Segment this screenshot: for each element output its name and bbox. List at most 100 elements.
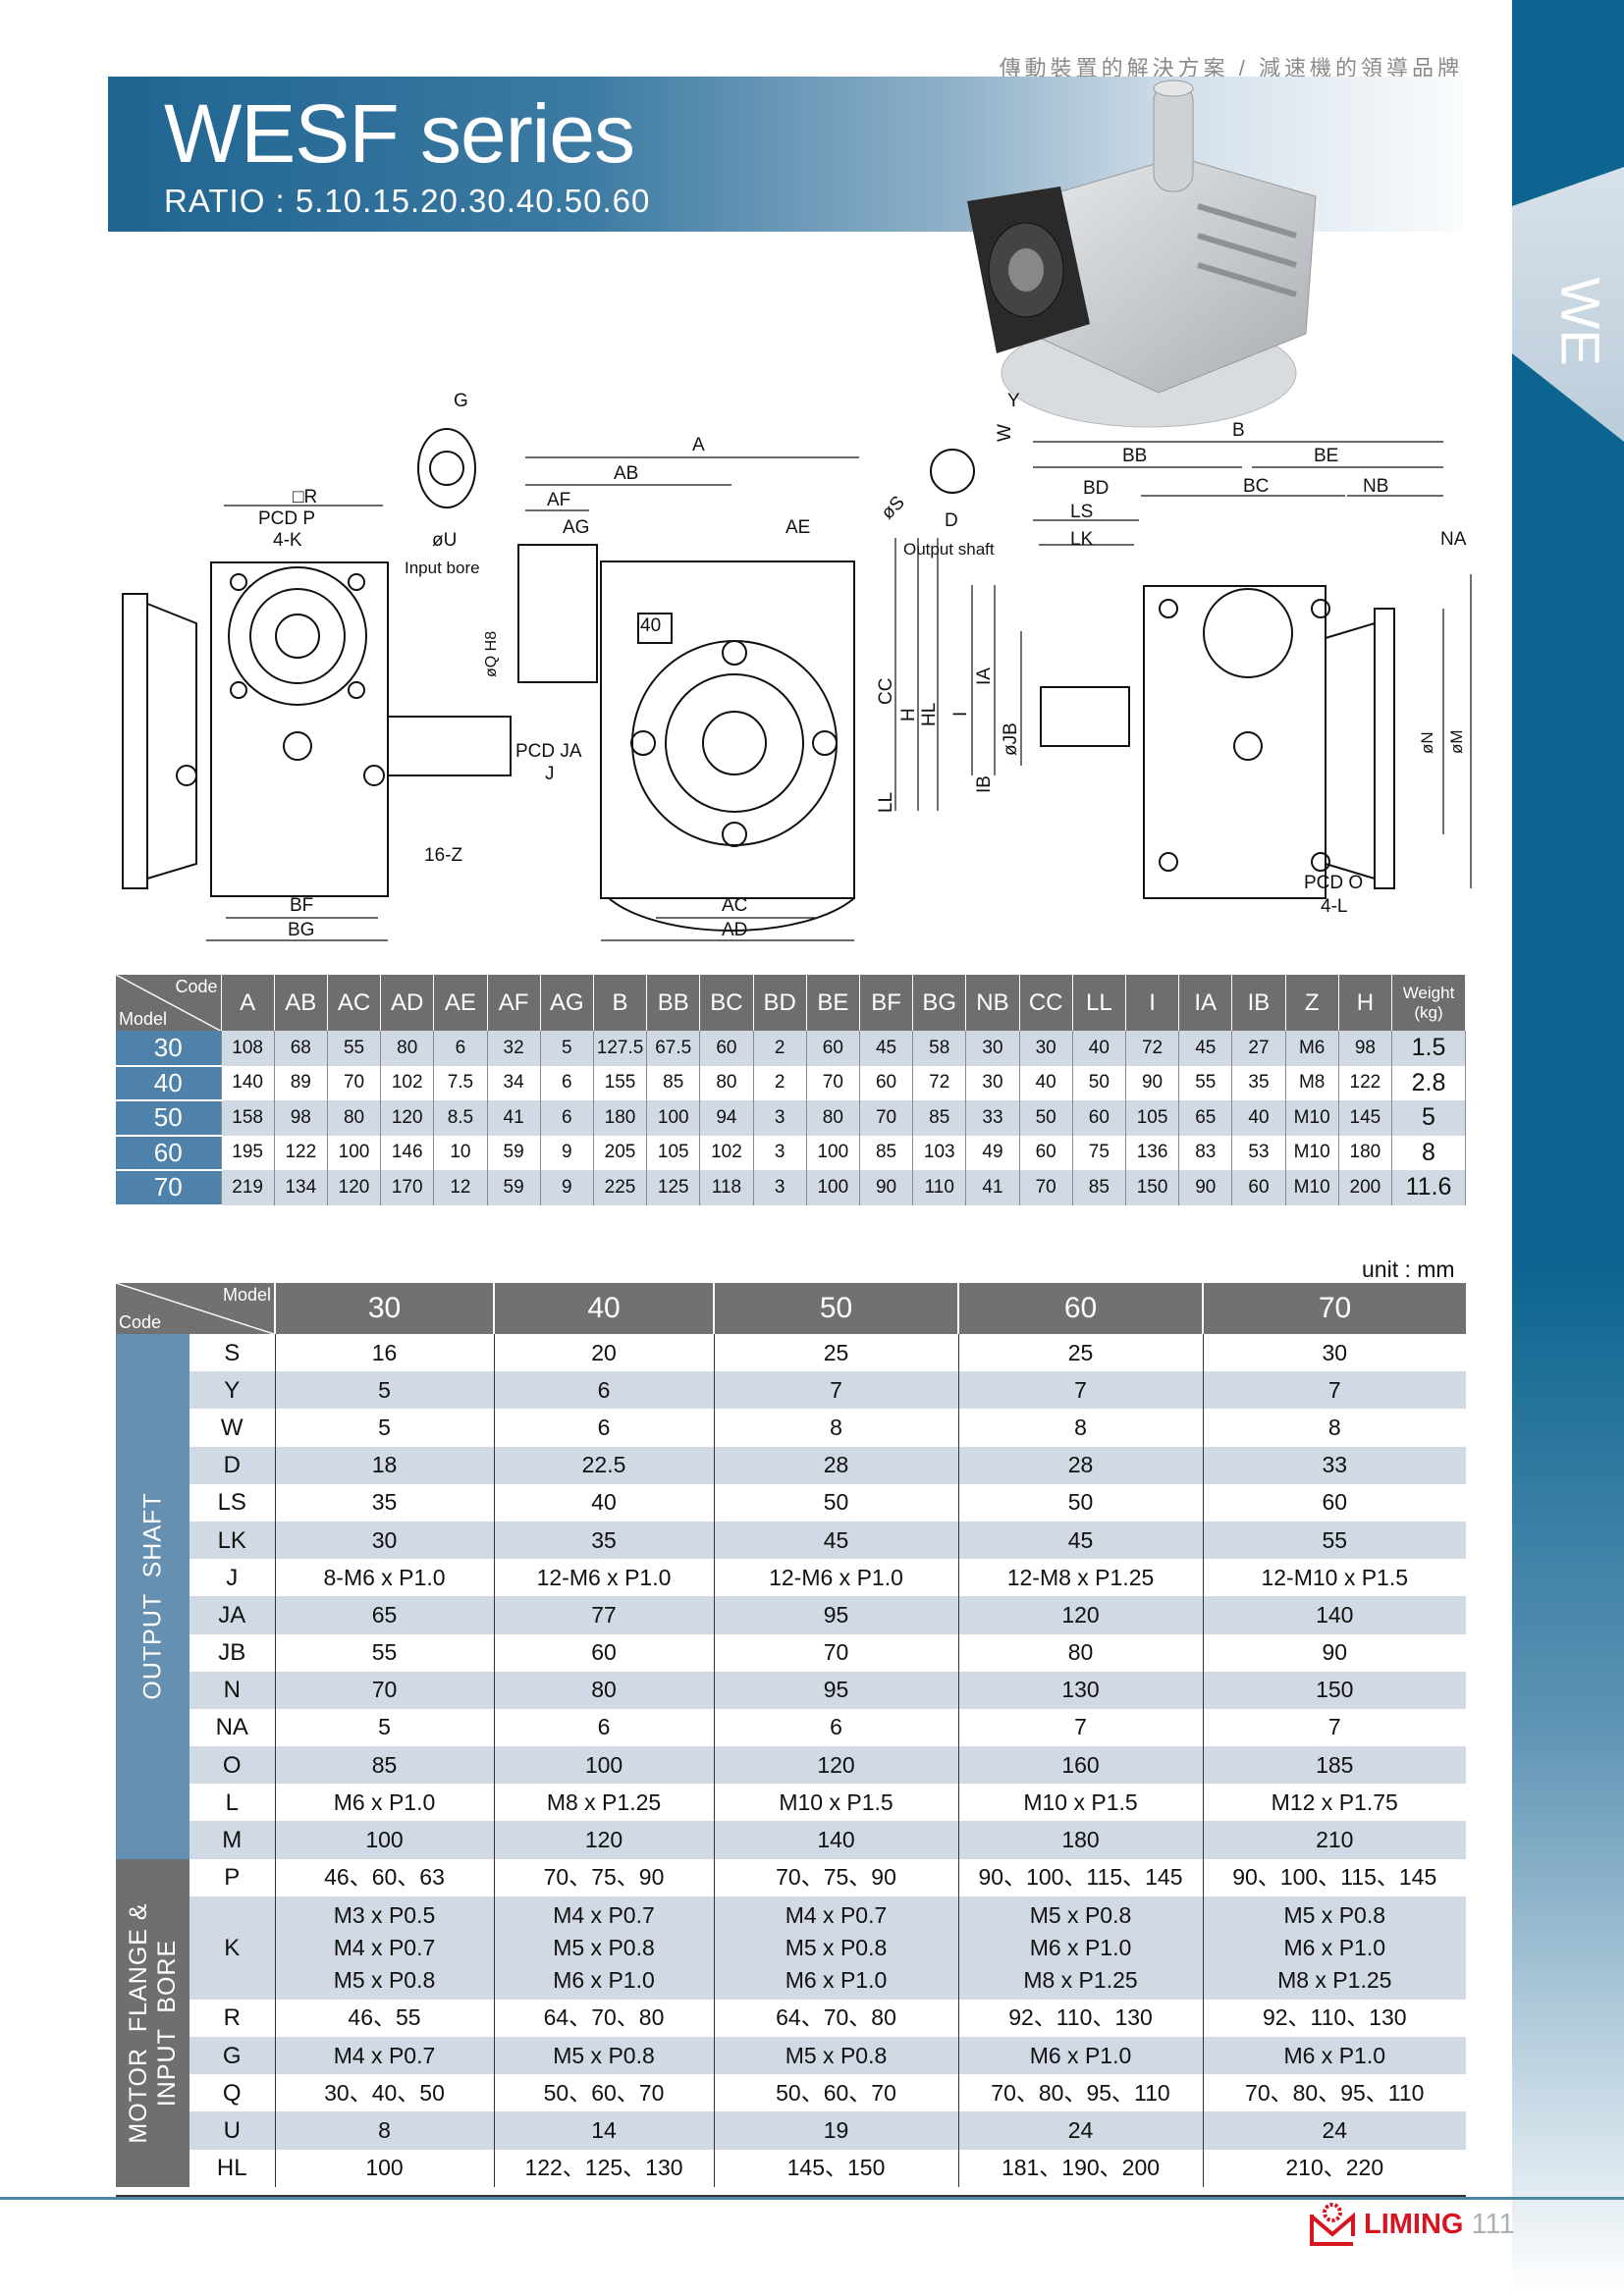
table-cell: 20 bbox=[493, 1334, 714, 1372]
table-cell: 40 bbox=[1019, 1065, 1073, 1100]
table-cell: 12-M6 x P1.0 bbox=[713, 1559, 958, 1597]
table-cell: 145 bbox=[1338, 1100, 1393, 1136]
column-header: BB bbox=[646, 975, 701, 1031]
code-cell: Q bbox=[222, 2079, 242, 2107]
label-40: 40 bbox=[640, 615, 661, 636]
column-header: AB bbox=[274, 975, 328, 1031]
corner-code-label: Code bbox=[175, 977, 218, 996]
table-cell: M6 x P1.0 bbox=[1202, 2037, 1466, 2075]
table-cell: 150 bbox=[1202, 1671, 1466, 1709]
label-bd: BD bbox=[1083, 478, 1109, 499]
table-cell: 60 bbox=[859, 1065, 914, 1100]
table-cell: 41 bbox=[965, 1170, 1020, 1205]
table-cell: 136 bbox=[1125, 1135, 1180, 1170]
table-cell: 18 bbox=[274, 1446, 494, 1484]
table-cell: 65 bbox=[274, 1596, 494, 1634]
column-header: IA bbox=[1178, 975, 1233, 1031]
weight-cell: 11.6 bbox=[1391, 1170, 1466, 1205]
column-header: AG bbox=[540, 975, 594, 1031]
table-cell: 90、100、115、145 bbox=[957, 1858, 1203, 1896]
table-cell: 180 bbox=[1338, 1135, 1393, 1170]
ratio-text: RATIO : 5.10.15.20.30.40.50.60 bbox=[164, 183, 651, 219]
table-cell: 33 bbox=[1202, 1446, 1466, 1484]
table-cell: 195 bbox=[221, 1135, 275, 1170]
table-cell: 8 bbox=[274, 2111, 494, 2150]
weight-cell: 2.8 bbox=[1391, 1065, 1466, 1100]
table-cell: 90 bbox=[1202, 1633, 1466, 1672]
model-header: 60 bbox=[957, 1283, 1203, 1334]
model-header: 30 bbox=[274, 1283, 494, 1334]
table-cell: 140 bbox=[221, 1065, 275, 1100]
table-cell: 120 bbox=[493, 1821, 714, 1859]
table-cell: 8-M6 x P1.0 bbox=[274, 1559, 494, 1597]
label-h: H bbox=[898, 708, 919, 721]
table-cell: 100 bbox=[493, 1746, 714, 1785]
table-cell: 55 bbox=[1202, 1521, 1466, 1560]
table-cell: M4 x P0.7 bbox=[274, 2037, 494, 2075]
page-number: 111 bbox=[1471, 2208, 1515, 2240]
table-cell: M8 x P1.25 bbox=[493, 1784, 714, 1822]
model-cell: 70 bbox=[116, 1170, 222, 1206]
label-ab: AB bbox=[614, 463, 638, 484]
table-cell: 85 bbox=[1072, 1170, 1126, 1205]
code-cell: Y bbox=[189, 1371, 275, 1410]
table-cell: 50 bbox=[957, 1483, 1203, 1522]
table-cell: 85 bbox=[912, 1100, 967, 1136]
liming-logo-icon bbox=[1310, 2203, 1355, 2246]
model-cell: 30 bbox=[116, 1031, 222, 1067]
table-cell: 5 bbox=[274, 1708, 494, 1747]
table-cell: 140 bbox=[713, 1821, 958, 1859]
table-cell: 98 bbox=[1338, 1031, 1393, 1066]
table-cell: M12 x P1.75 bbox=[1202, 1784, 1466, 1822]
table-cell: 19 bbox=[713, 2111, 958, 2150]
table-cell: 85 bbox=[274, 1746, 494, 1785]
table-cell: 180 bbox=[957, 1821, 1203, 1859]
table-cell: 30 bbox=[965, 1031, 1020, 1066]
weight-cell: 5 bbox=[1391, 1100, 1466, 1136]
table-cell: 70、75、90 bbox=[713, 1858, 958, 1896]
footer-logo: LIMING 111 bbox=[1309, 2203, 1515, 2246]
table-cell: 9 bbox=[540, 1170, 594, 1205]
footer-divider bbox=[0, 2197, 1624, 2200]
table-cell: 55 bbox=[1178, 1065, 1233, 1100]
table-cell: 100 bbox=[806, 1170, 860, 1205]
table-cell: 9 bbox=[540, 1135, 594, 1170]
table-cell: 100 bbox=[274, 1821, 494, 1859]
table-cell: 50 bbox=[1072, 1065, 1126, 1100]
table-cell: 210、220 bbox=[1202, 2149, 1466, 2187]
label-d: D bbox=[945, 510, 958, 531]
table-cell: 80 bbox=[806, 1100, 860, 1136]
table-cell: 12-M10 x P1.5 bbox=[1202, 1559, 1466, 1597]
label-s: øS bbox=[878, 493, 909, 524]
table-cell: 12-M6 x P1.0 bbox=[493, 1559, 714, 1597]
table-cell: 83 bbox=[1178, 1135, 1233, 1170]
table-cell: 30 bbox=[1202, 1334, 1466, 1372]
table-cell: 120 bbox=[957, 1596, 1203, 1634]
gearbox-photo bbox=[967, 80, 1317, 428]
table-cell: 122 bbox=[1338, 1065, 1393, 1100]
table-cell: 100 bbox=[646, 1100, 701, 1136]
table-cell: M6 bbox=[1285, 1031, 1339, 1066]
table-cell: 64、70、80 bbox=[713, 1999, 958, 2037]
label-q: øQ H8 bbox=[483, 631, 500, 677]
table-cell: 72 bbox=[1125, 1031, 1180, 1066]
table-cell: 2 bbox=[753, 1065, 807, 1100]
table-cell: 59 bbox=[487, 1170, 541, 1205]
code-cell: S bbox=[224, 1339, 241, 1366]
table-cell: 200 bbox=[1338, 1170, 1393, 1205]
table-cell: 6 bbox=[493, 1371, 714, 1410]
label-ac: AC bbox=[722, 895, 747, 916]
model-cell: 50 bbox=[116, 1100, 222, 1137]
table-cell: 145、150 bbox=[713, 2149, 958, 2187]
table-cell: M5 x P0.8 M6 x P1.0 M8 x P1.25 bbox=[1202, 1896, 1466, 2000]
column-header: NB bbox=[965, 975, 1020, 1031]
table-cell: 80 bbox=[380, 1031, 435, 1066]
column-header: I bbox=[1125, 975, 1180, 1031]
